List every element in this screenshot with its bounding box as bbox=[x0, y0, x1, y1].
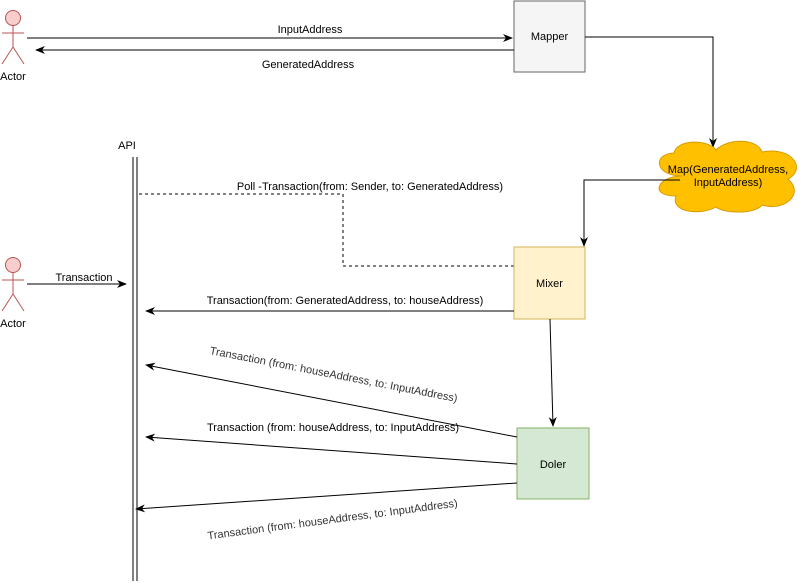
doler-node[interactable]: Doler bbox=[516, 427, 590, 500]
map-cloud-line2: InputAddress) bbox=[694, 177, 762, 189]
doler-lower-label: Transaction (from: houseAddress, to: Inp… bbox=[207, 498, 459, 543]
mixer-label: Mixer bbox=[536, 278, 563, 290]
transaction-label: Transaction bbox=[55, 272, 112, 284]
actor-top-head bbox=[5, 10, 21, 26]
actor-bottom-leg-left bbox=[1, 293, 14, 312]
actor-bottom[interactable]: Actor bbox=[0, 257, 26, 331]
doler-lower-arrow bbox=[135, 482, 518, 513]
mapper-box bbox=[513, 0, 586, 73]
api-label: API bbox=[118, 140, 136, 152]
mapper-to-map-connector bbox=[585, 36, 717, 148]
mixer-to-api-label: Transaction(from: GeneratedAddress, to: … bbox=[207, 295, 484, 307]
mixer-to-doler-arrow bbox=[548, 318, 557, 427]
map-cloud-node[interactable]: Map(GeneratedAddress, InputAddress) bbox=[658, 140, 797, 213]
doler-upper-label: Transaction (from: houseAddress, to: Inp… bbox=[209, 345, 459, 405]
poll-label: Poll -Transaction(from: Sender, to: Gene… bbox=[237, 181, 503, 193]
map-to-mixer-connector bbox=[580, 179, 680, 247]
api-lifeline[interactable]: API bbox=[118, 140, 138, 581]
mixer-node[interactable]: Mixer bbox=[513, 246, 586, 320]
actor-bottom-label: Actor bbox=[0, 318, 26, 330]
actor-top-label: Actor bbox=[0, 71, 26, 83]
map-cloud-line1: Map(GeneratedAddress, bbox=[668, 164, 788, 176]
actor-top-leg-left bbox=[1, 46, 14, 65]
mixer-box bbox=[513, 246, 586, 320]
map-cloud-shape bbox=[658, 140, 797, 213]
actor-top[interactable]: Actor bbox=[0, 10, 26, 84]
doler-box bbox=[516, 427, 590, 500]
doler-upper-arrow bbox=[145, 362, 518, 438]
actor-bottom-head bbox=[5, 257, 21, 273]
poll-connector bbox=[139, 193, 514, 267]
generated-address-label: GeneratedAddress bbox=[262, 59, 355, 71]
doler-middle-arrow bbox=[145, 433, 518, 465]
doler-label: Doler bbox=[540, 459, 567, 471]
mapper-node[interactable]: Mapper bbox=[513, 0, 586, 73]
input-address-label: InputAddress bbox=[278, 24, 343, 36]
doler-middle-label: Transaction (from: houseAddress, to: Inp… bbox=[207, 422, 459, 434]
mapper-label: Mapper bbox=[531, 31, 569, 43]
actor-top-leg-right bbox=[12, 46, 25, 65]
actor-bottom-leg-right bbox=[12, 293, 25, 312]
